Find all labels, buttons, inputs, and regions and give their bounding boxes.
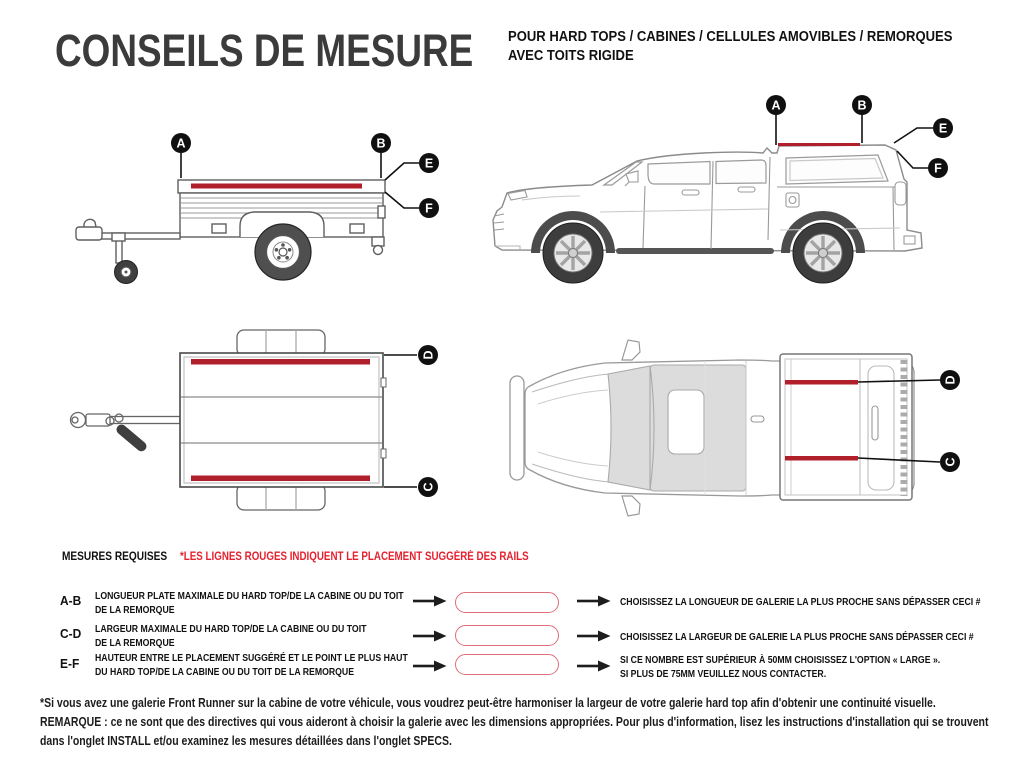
arrow-icon <box>577 660 611 672</box>
label-e-badge <box>933 118 953 138</box>
label-d-badge <box>418 345 438 365</box>
measurement-field-ef <box>455 654 559 675</box>
footnote-line1: *Si vous avez une galerie Front Runner s… <box>40 696 936 710</box>
label-b-badge <box>852 95 872 115</box>
arrow-icon <box>413 630 447 642</box>
subtitle-line2: AVEC TOITS RIGIDE <box>508 48 634 64</box>
label-f-badge <box>419 198 439 218</box>
row-result-cd: CHOISISSEZ LA LARGEUR DE GALERIE LA PLUS… <box>620 631 974 643</box>
label-d-badge <box>940 370 960 390</box>
jockey-wheel <box>114 260 138 284</box>
trailer-side-view-diagram: A B E F <box>75 133 439 284</box>
label-a-badge <box>171 133 191 153</box>
row-desc-cd: LARGEUR MAXIMALE DU HARD TOP/DE LA CABIN… <box>95 623 367 649</box>
label-a-badge <box>766 95 786 115</box>
arrow-icon <box>413 660 447 672</box>
rail-line-truck-side <box>778 143 860 146</box>
trailer-wheel <box>254 223 312 281</box>
row-desc-ef: HAUTEUR ENTRE LE PLACEMENT SUGGÉRÉ ET LE… <box>95 652 408 678</box>
labels: A B E F <box>766 95 953 178</box>
truck-side-view-diagram: A B E F <box>492 95 953 284</box>
measurement-field-cd <box>455 625 559 646</box>
row-result-ab: CHOISISSEZ LA LONGUEUR DE GALERIE LA PLU… <box>620 596 981 608</box>
arrow-icon <box>577 595 611 607</box>
label-a-text: A <box>176 137 185 151</box>
page-subtitle: POUR HARD TOPS / CABINES / CELLULES AMOV… <box>508 28 952 66</box>
rail-line-trailer-side <box>191 183 362 189</box>
arrow-icon <box>413 595 447 607</box>
row-desc-ab: LONGUEUR PLATE MAXIMALE DU HARD TOP/DE L… <box>95 590 404 616</box>
truck-top-view-diagram: D C <box>509 339 960 517</box>
svg-text:E: E <box>939 122 947 136</box>
svg-text:C: C <box>422 482 436 491</box>
svg-text:B: B <box>857 99 866 113</box>
svg-text:C: C <box>944 457 958 466</box>
truck-wheels <box>542 222 854 284</box>
rail-line-truck-top-2 <box>785 456 858 461</box>
label-f-badge <box>928 158 948 178</box>
rail-line-truck-top-1 <box>785 380 858 385</box>
jockey-crank <box>105 413 147 452</box>
labels: A B E F <box>171 133 439 218</box>
measurement-field-ab <box>455 592 559 613</box>
footnote-line2: REMARQUE : ce ne sont que des directives… <box>40 715 989 729</box>
rail-line-trailer-top-2 <box>191 475 370 481</box>
row-key-cd: C-D <box>60 626 82 641</box>
labels: D C <box>384 345 438 497</box>
label-c-badge <box>940 452 960 472</box>
labels: D C <box>857 370 960 472</box>
page-title: CONSEILS DE MESURE <box>55 25 474 76</box>
row-key-ab: A-B <box>60 593 82 608</box>
row-result-ef: SI CE NOMBRE EST SUPÉRIEUR À 50MM CHOISI… <box>620 654 941 680</box>
arrow-icon <box>577 630 611 642</box>
svg-text:D: D <box>422 350 436 359</box>
row-key-ef: E-F <box>60 656 80 671</box>
trailer-top-view-diagram: D C <box>69 329 438 511</box>
label-e-badge <box>419 153 439 173</box>
rail-line-trailer-top-1 <box>191 359 370 365</box>
subtitle-line1: POUR HARD TOPS / CABINES / CELLULES AMOV… <box>508 29 953 45</box>
svg-text:F: F <box>934 162 942 176</box>
footnote: *Si vous avez une galerie Front Runner s… <box>40 694 988 751</box>
label-f-text: F <box>425 202 433 216</box>
measures-heading: MESURES REQUISES <box>62 551 168 563</box>
svg-text:A: A <box>771 99 780 113</box>
red-lines-note: *LES LIGNES ROUGES INDIQUENT LE PLACEMEN… <box>180 551 529 563</box>
label-c-badge <box>418 477 438 497</box>
footnote-line3: dans l'onglet INSTALL et/ou examinez les… <box>40 734 452 748</box>
label-b-text: B <box>376 137 385 151</box>
label-b-badge <box>371 133 391 153</box>
svg-text:D: D <box>944 375 958 384</box>
label-e-text: E <box>425 157 433 171</box>
